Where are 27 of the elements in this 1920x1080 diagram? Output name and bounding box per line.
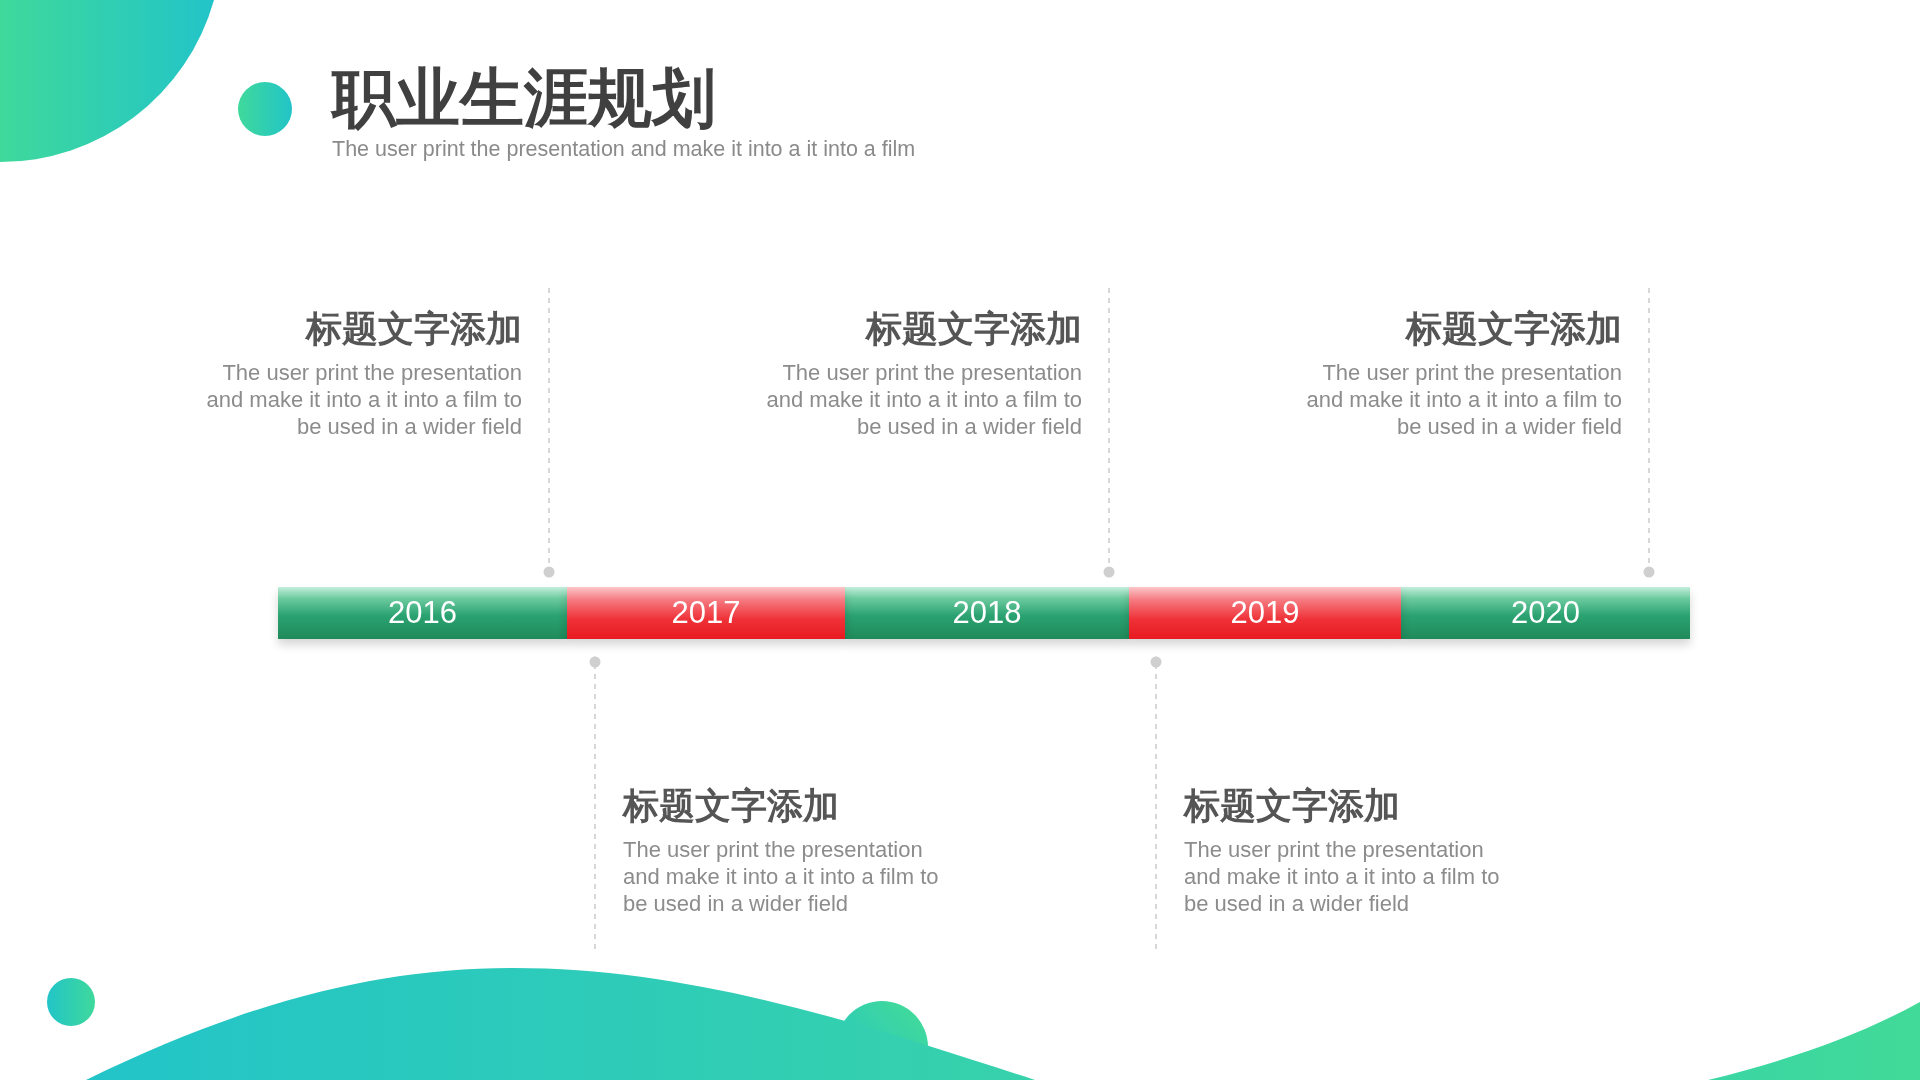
year-label: 2019 [1230, 595, 1300, 631]
block-description: The user print the presentation and make it into a it into a film to be used in a wider field [1305, 359, 1622, 440]
block-heading: 标题文字添加 [623, 784, 839, 827]
dashed-connector [543, 287, 555, 579]
page-title: 职业生涯规划 [332, 61, 716, 135]
year-label: 2016 [388, 595, 457, 631]
block-heading: 标题文字添加 [306, 307, 522, 350]
block-description: The user print the presentation and make it into a it into a film to be used in a wider field [1184, 836, 1501, 917]
timeline-segment [278, 587, 567, 639]
block-description: The user print the presentation and make it into a it into a film to be used in a wider field [623, 836, 940, 917]
block-heading: 标题文字添加 [866, 307, 1082, 350]
timeline-segment [567, 587, 845, 639]
subtitle: The user print the presentation and make it into a it into a film [332, 137, 916, 162]
year-label: 2020 [1511, 595, 1580, 631]
dashed-connector [589, 655, 601, 950]
dashed-connector [1150, 655, 1162, 950]
block-heading: 标题文字添加 [1184, 784, 1400, 827]
dashed-connector [1103, 287, 1115, 579]
year-label: 2017 [671, 595, 741, 631]
block-description: The user print the presentation and make it into a it into a film to be used in a wider field [765, 359, 1082, 440]
timeline-segment [1401, 587, 1690, 639]
block-heading: 标题文字添加 [1406, 307, 1622, 350]
timeline-segment [845, 587, 1129, 639]
year-label: 2018 [952, 595, 1022, 631]
block-description: The user print the presentation and make it into a it into a film to be used in a wider field [205, 359, 522, 440]
timeline-segment [1129, 587, 1401, 639]
dashed-connector [1643, 287, 1655, 579]
